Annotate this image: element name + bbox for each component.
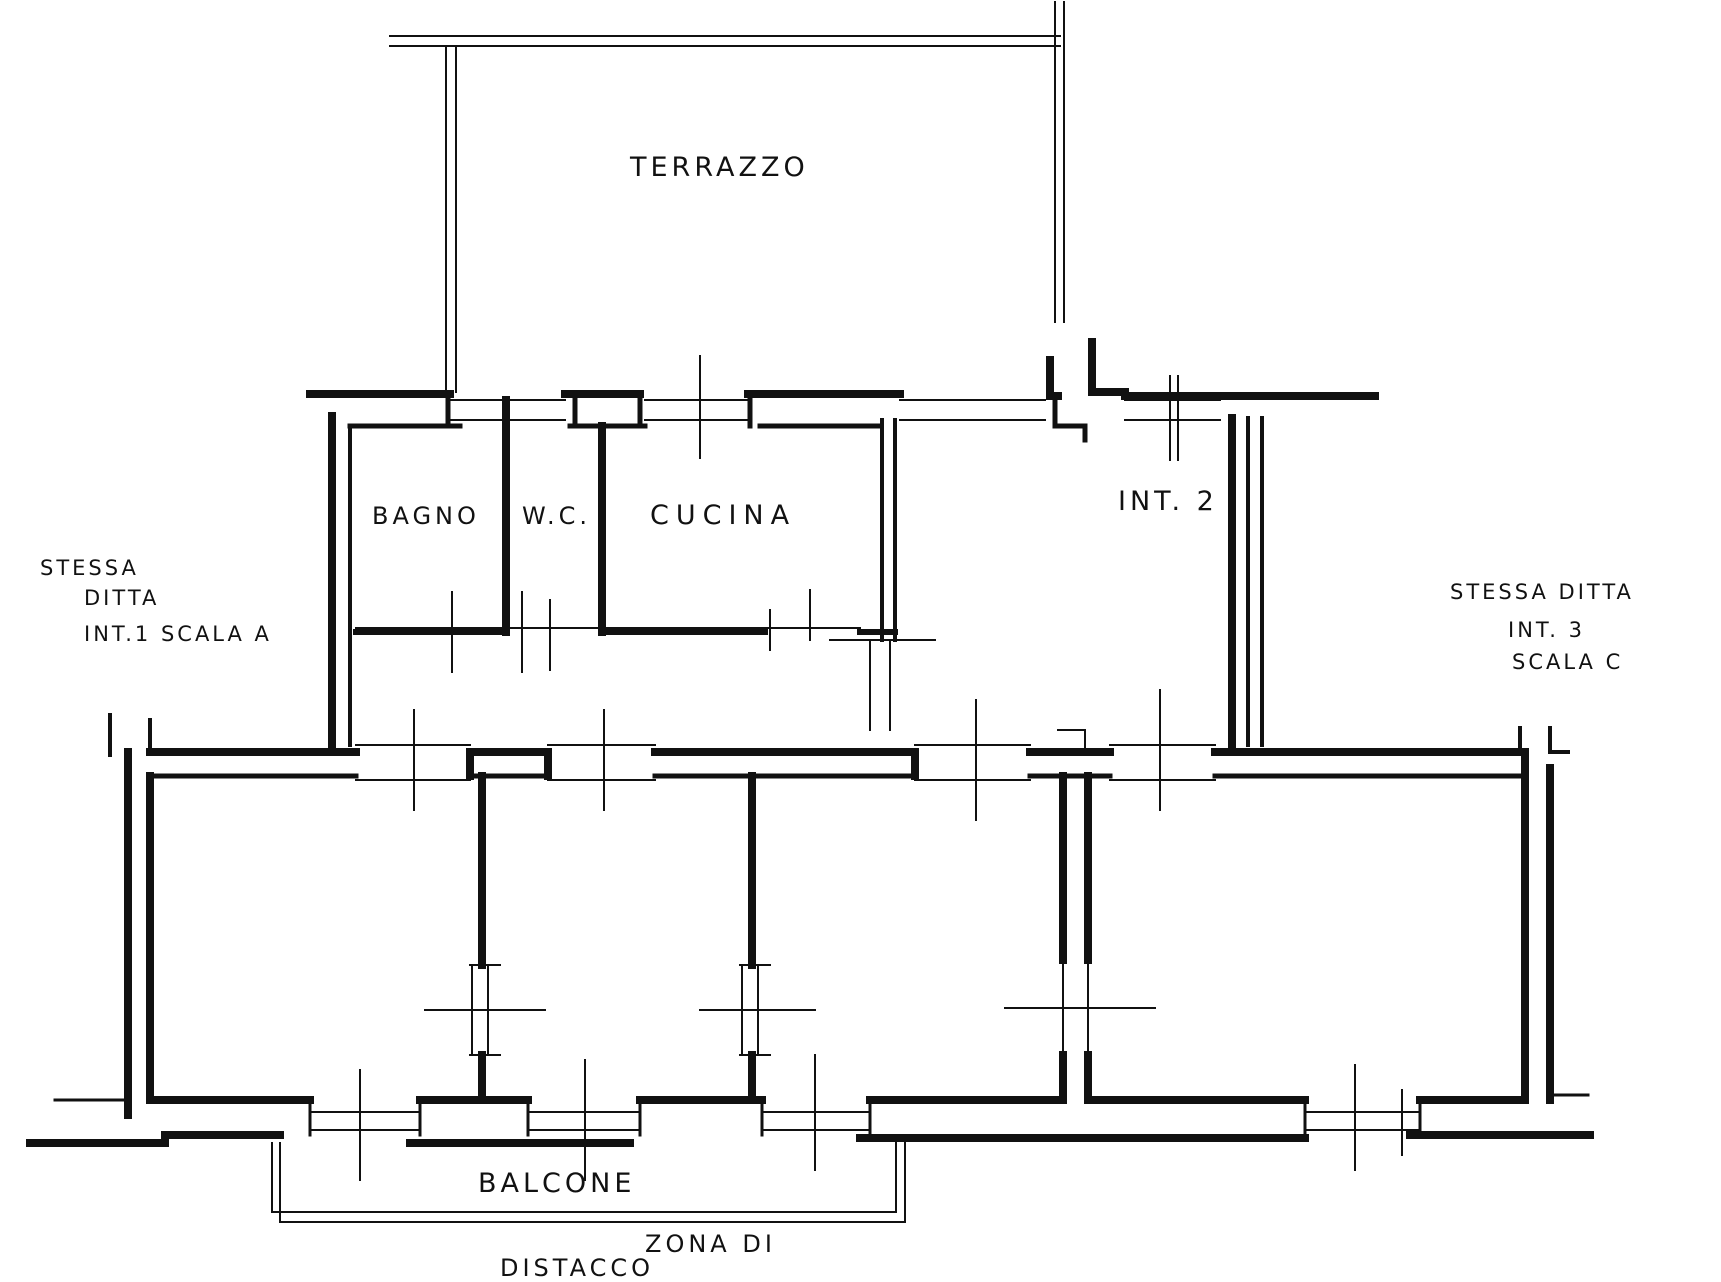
- left-note-line-2: DITTA: [84, 586, 160, 610]
- label-wc: W.C.: [522, 502, 591, 530]
- bottom-windows: [309, 1054, 1421, 1181]
- left-note-line-3: INT.1 SCALA A: [84, 622, 272, 646]
- label-bagno: BAGNO: [372, 502, 480, 530]
- label-cucina: CUCINA: [650, 500, 797, 531]
- corridor-openings: [355, 689, 1216, 821]
- left-note-line-1: STESSA: [40, 556, 139, 580]
- lower-side-walls: [124, 748, 1554, 1119]
- lower-doors: [424, 959, 1156, 1056]
- right-note-line-2: INT. 3: [1508, 618, 1585, 642]
- upper-windows: [449, 355, 1221, 461]
- right-note-line-1: STESSA DITTA: [1450, 580, 1634, 604]
- label-int-2: INT. 2: [1118, 486, 1218, 517]
- label-distacco: DISTACCO: [500, 1254, 654, 1282]
- label-zona-di: ZONA DI: [645, 1230, 776, 1258]
- right-note-line-3: SCALA C: [1512, 650, 1624, 674]
- upper-side-walls: [328, 412, 1236, 749]
- service-doors: [355, 589, 936, 731]
- label-terrazzo: TERRAZZO: [630, 152, 809, 183]
- lower-side-walls-thin: [108, 713, 1570, 757]
- label-balcone: BALCONE: [478, 1168, 636, 1199]
- balcony-outline: [271, 1137, 906, 1223]
- upper-top-wall: [306, 338, 1379, 400]
- bottom-wall: [26, 1096, 1594, 1147]
- corridor-wall: [146, 748, 1529, 780]
- upper-side-inner-walls: [348, 416, 1264, 747]
- terrace-outline: [389, 1, 1065, 393]
- lower-partitions: [478, 772, 1092, 1104]
- service-partitions: [502, 396, 606, 636]
